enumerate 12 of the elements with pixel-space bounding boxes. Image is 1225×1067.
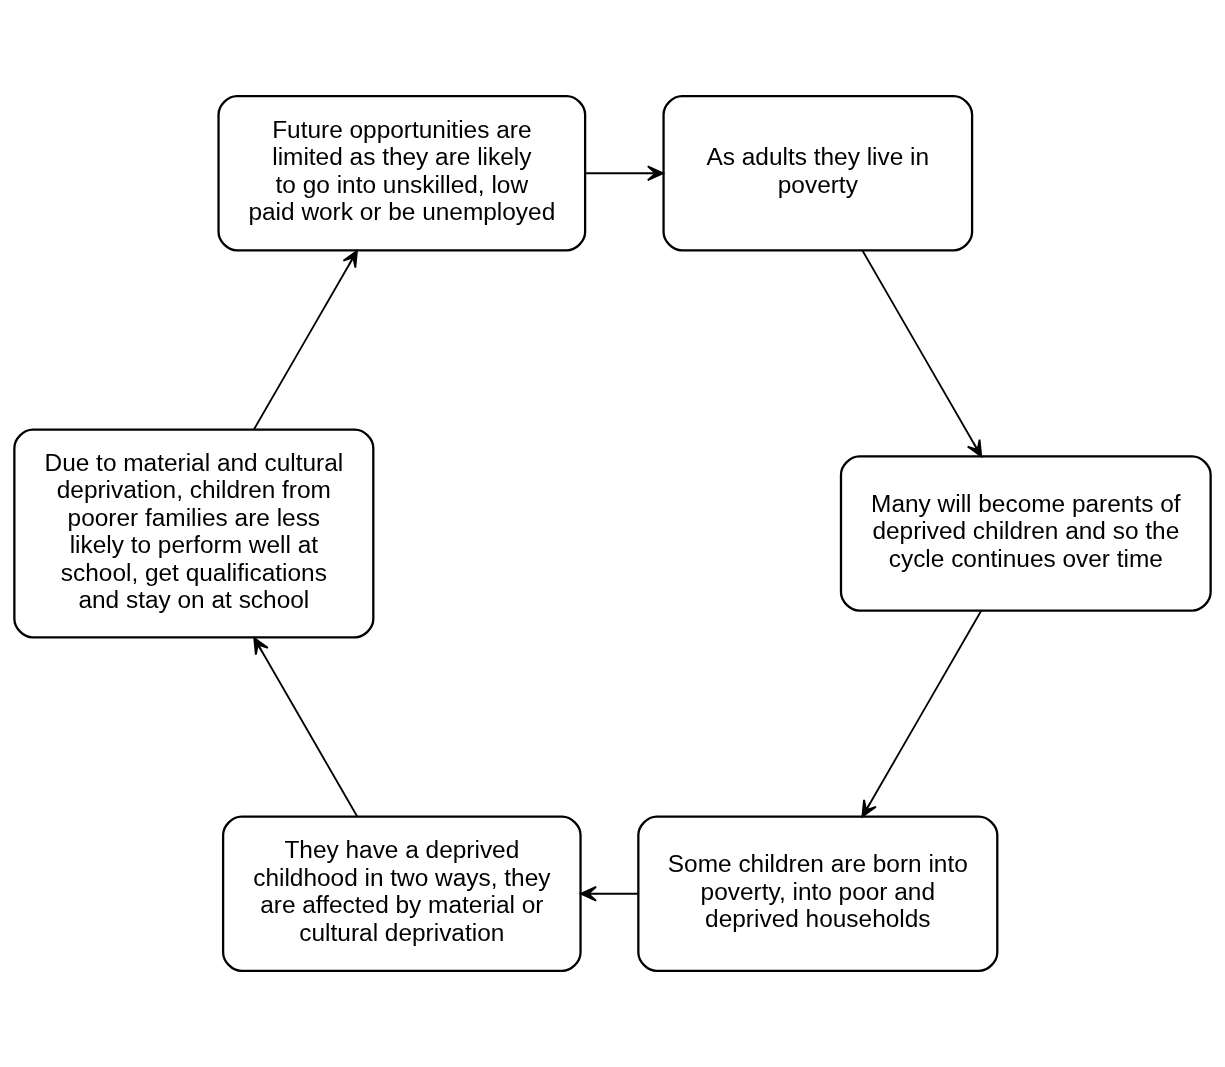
node-box: They have a deprived childhood in two ways, they are affected by material or cultural deprivation bbox=[221, 815, 582, 973]
arrow bbox=[253, 249, 358, 431]
node-box: Future opportunities are limited as they are likely to go into unskilled, low paid work or be unemployed bbox=[217, 94, 587, 252]
node-box: Some children are born into poverty, into poor and deprived households bbox=[637, 815, 999, 973]
node-box: Due to material and cultural deprivation, children from poorer families are less likely to perform well at school, get qualifications and stay on at school bbox=[13, 428, 375, 639]
arrow bbox=[579, 885, 639, 902]
arrow bbox=[861, 609, 983, 818]
arrow bbox=[584, 165, 664, 182]
arrow bbox=[861, 249, 983, 458]
node-box: Many will become parents of deprived children and so the cycle continues over time bbox=[839, 455, 1212, 612]
node-box: As adults they live in poverty bbox=[662, 94, 974, 252]
arrow bbox=[253, 637, 359, 818]
